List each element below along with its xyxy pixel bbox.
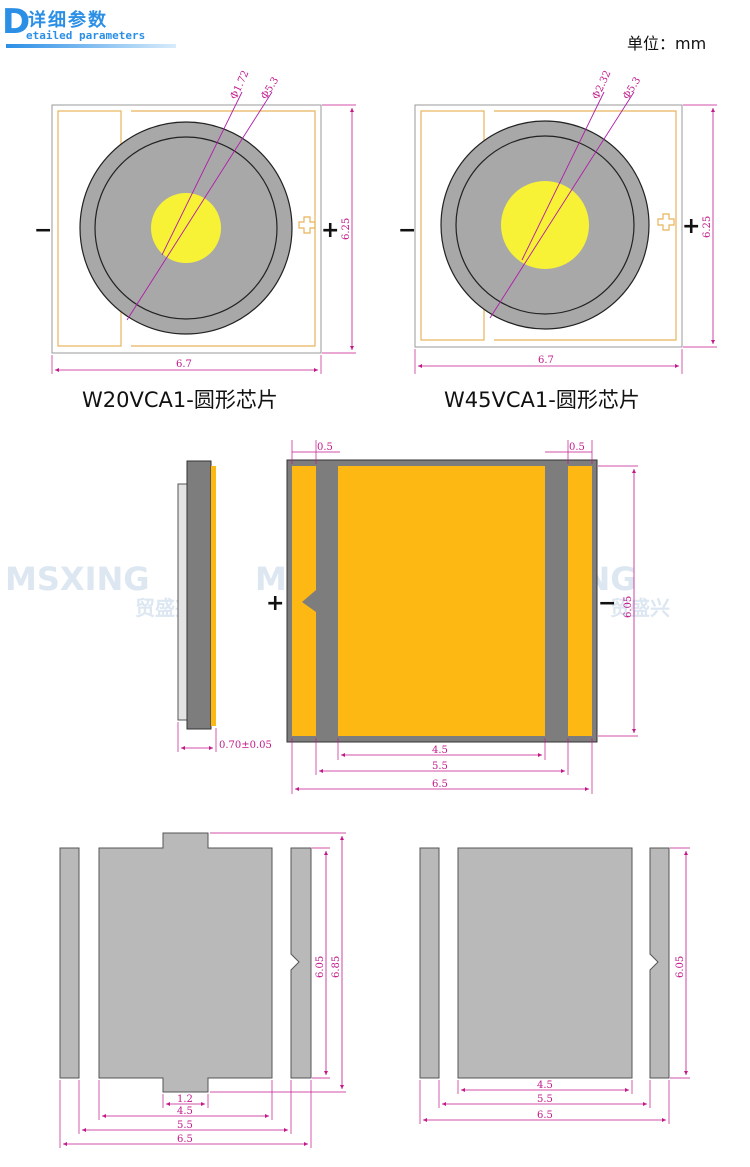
chip-caption: W20VCA1-圆形芯片: [82, 388, 278, 412]
side-pad-layer: [211, 466, 216, 726]
height-label: 6.05: [675, 956, 686, 978]
side-view: 0.70±0.05: [177, 460, 272, 752]
height-a-label: 6.05: [315, 956, 326, 978]
logo-letter: D: [2, 2, 31, 42]
width-label: 6.7: [538, 355, 554, 366]
thickness-label: 0.70±0.05: [219, 740, 272, 751]
pad-right-outline: [494, 110, 677, 341]
mid-width-label: 5.5: [432, 761, 448, 772]
plus-sign: +: [321, 218, 339, 243]
bottom-height-label: 6.05: [623, 596, 634, 618]
bottom-pad-area: [292, 466, 592, 736]
header: D 详细参数 etailed parameters 单位：mm: [0, 0, 750, 60]
mid-width-label: 5.5: [537, 1094, 553, 1105]
watermark-brand: MSXING: [5, 560, 150, 598]
logo-underline: [6, 44, 176, 48]
minus-sign: −: [398, 218, 416, 243]
unit-label: 单位：mm: [627, 34, 707, 53]
pad-left-strip: [59, 847, 80, 1079]
mid-width-label: 5.5: [177, 1120, 193, 1131]
chip-caption: W45VCA1-圆形芯片: [444, 388, 640, 412]
inner-diameter-label: Φ2.32: [591, 69, 614, 101]
side-ceramic-body: [186, 460, 212, 730]
logo-title-en: etailed parameters: [26, 29, 146, 42]
edge-left-label: 0.5: [317, 442, 333, 453]
inner-width-label: 4.5: [537, 1080, 553, 1091]
outer-width-label: 6.5: [177, 1134, 193, 1145]
insulation-strip-left: [302, 466, 338, 736]
top-view-chip-w45vca1: Φ2.32 Φ5.3 6.25 6.7 − + W45VCA1-圆形芯片: [398, 69, 717, 412]
pad-right-strip: [290, 847, 312, 1079]
pad-right-strip: [649, 847, 670, 1079]
minus-sign: −: [34, 218, 52, 243]
bottom-view: 0.5 0.5 6.05 4.5 5.5 6.5 + −: [266, 440, 638, 794]
leader-outer-diameter: [126, 91, 273, 321]
logo-title-cn: 详细参数: [28, 10, 108, 31]
phosphor-emitter: [501, 181, 589, 269]
polarity-mark-icon: [657, 213, 675, 231]
insulation-strip-right: [545, 466, 568, 736]
polarity-mark-icon: [298, 216, 316, 234]
watermark-brand-cn: 贸盛兴: [610, 596, 670, 620]
inner-width-label: 4.5: [432, 745, 448, 756]
outer-diameter-label: Φ5.3: [621, 75, 643, 101]
height-b-label: 6.85: [331, 956, 342, 978]
center-width-label: 1.2: [177, 1094, 193, 1105]
plus-sign: +: [266, 591, 284, 616]
edge-right-label: 0.5: [569, 442, 585, 453]
minus-sign: −: [598, 591, 616, 616]
leader-outer-diameter: [489, 91, 635, 319]
pad-left-strip: [419, 847, 440, 1079]
height-label: 6.25: [341, 218, 352, 240]
plus-sign: +: [682, 214, 700, 239]
outer-width-label: 6.5: [537, 1110, 553, 1121]
height-label: 6.25: [702, 216, 713, 238]
inner-diameter-label: Φ1.72: [229, 69, 252, 101]
width-label: 6.7: [176, 359, 192, 370]
leader-inner-diameter: [161, 91, 243, 256]
outer-diameter-label: Φ5.3: [259, 75, 281, 101]
leader-inner-diameter: [521, 91, 605, 261]
top-view-chip-w20vca1: Φ1.72 Φ5.3 6.25 6.7 − + W20VCA1-圆形芯片: [34, 69, 356, 412]
outer-width-label: 6.5: [432, 779, 448, 790]
pad-thermal-center: [98, 832, 273, 1093]
pad-thermal-center: [457, 847, 633, 1079]
pad-layout-b: 6.05 4.5 5.5 6.5: [419, 847, 690, 1124]
pad-layout-a: 6.05 6.85 1.2 4.5 5.5 6.5: [59, 832, 346, 1148]
inner-width-label: 4.5: [177, 1106, 193, 1117]
detailed-parameters-logo: D 详细参数 etailed parameters: [2, 4, 182, 48]
